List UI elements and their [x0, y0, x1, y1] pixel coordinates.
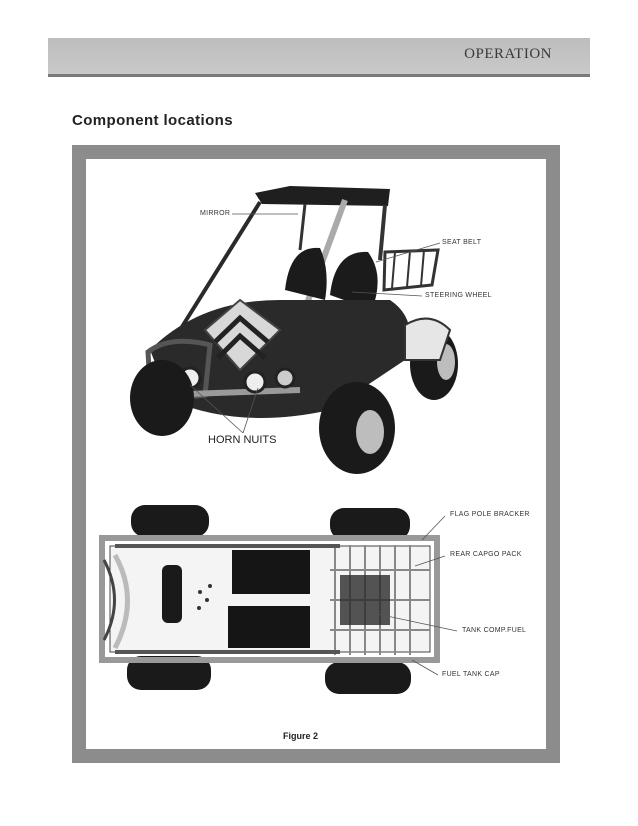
flag-pole-label: FLAG POLE BRACKER: [450, 511, 530, 518]
figure-caption: Figure 2: [283, 731, 319, 741]
section-label: OPERATION: [464, 46, 552, 62]
header-band: OPERATION: [48, 38, 590, 77]
steering-wheel-label: STEERING WHEEL: [425, 292, 492, 299]
horn-nuits-label: HORN NUITS: [208, 434, 277, 446]
rear-cargo-label: REAR CAPGO PACK: [450, 551, 522, 558]
page-title: Component locations: [72, 112, 233, 129]
buggy-side-view: [130, 186, 458, 474]
seat-belt-label: SEAT BELT: [442, 239, 482, 246]
fuel-tank-cap-label: FUEL TANK CAP: [442, 671, 500, 678]
buggy-top-view: [99, 505, 458, 694]
tank-comp-label: TANK COMP.FUEL: [462, 627, 527, 634]
mirror-label: MIRROR: [200, 210, 231, 217]
